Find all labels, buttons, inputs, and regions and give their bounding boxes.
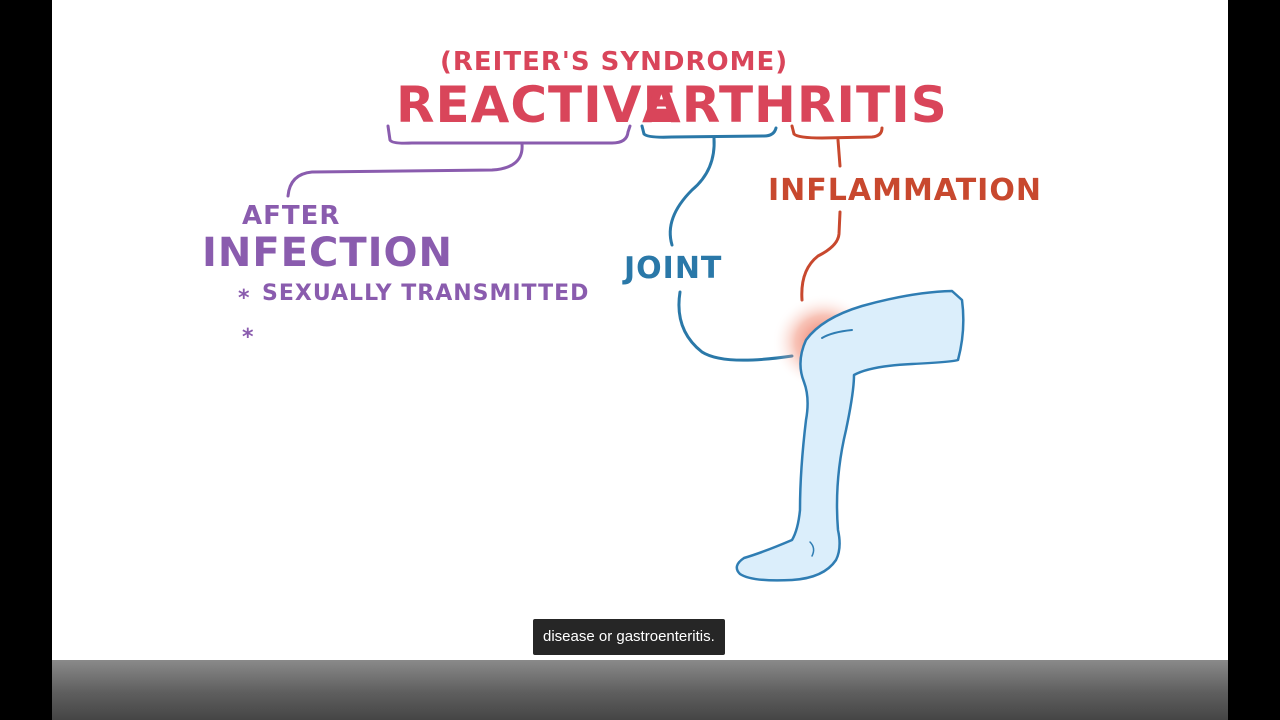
inflammation-connector [800,210,842,302]
title-reactive: REACTIVE [396,76,678,134]
label-infection: INFECTION [202,230,453,276]
arth-bracket [640,124,778,139]
reactive-bracket [386,124,632,145]
label-after: AFTER [242,201,340,231]
bullet-star-2: * [242,325,255,350]
subtitle-caption: disease or gastroenteritis. [533,619,725,655]
reactive-connector [286,142,524,198]
whiteboard-drawing: (REITER'S SYNDROME) REACTIVE ARTHRITIS A… [202,47,1042,582]
joint-connector-top [668,136,716,247]
knee-crease [821,329,853,339]
video-frame: (REITER'S SYNDROME) REACTIVE ARTHRITIS A… [52,0,1228,720]
label-joint: JOINT [622,251,722,286]
player-bottom-gradient [52,660,1228,720]
bullet-sexually-transmitted: SEXUALLY TRANSMITTED [262,281,589,306]
subtitle-reiters-syndrome: (REITER'S SYNDROME) [440,47,788,77]
leg-shape [735,289,965,582]
itis-bracket [790,124,884,140]
itis-connector [836,138,842,168]
label-inflammation: INFLAMMATION [768,173,1042,208]
leg-illustration [735,289,965,582]
joint-connector-bottom [677,290,794,362]
ankle-line [809,541,815,557]
bullet-star-1: * [238,286,251,311]
title-arthritis: ARTHRITIS [642,76,948,134]
